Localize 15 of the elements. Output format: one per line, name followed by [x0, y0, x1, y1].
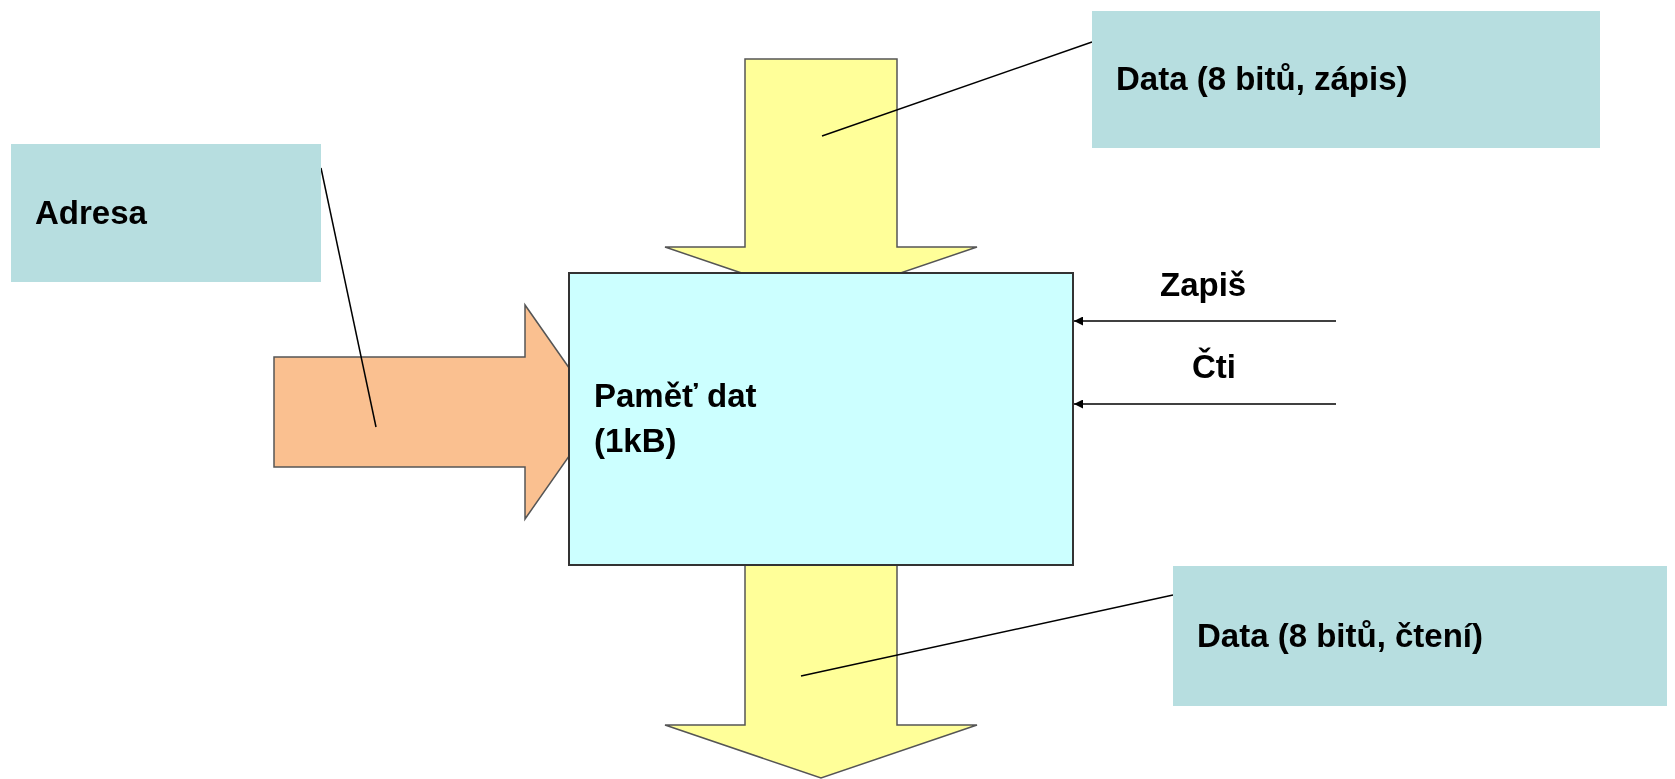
signal-arrow	[1073, 399, 1337, 409]
leader-line	[821, 41, 1093, 137]
label-box	[1092, 11, 1600, 148]
block-label: Paměť dat (1kB)	[594, 376, 758, 461]
callout-text: Data (8 bitů, čtení)	[1197, 615, 1485, 656]
leader-line	[800, 594, 1174, 677]
callout-text: Adresa	[35, 192, 148, 233]
callout-text: Data (8 bitů, zápis)	[1116, 59, 1409, 100]
label-box	[1173, 566, 1667, 706]
edge-label: Zapiš	[1160, 266, 1247, 304]
edge-label: Čti	[1192, 348, 1236, 386]
memory-block	[568, 272, 1074, 566]
label-box	[11, 144, 321, 282]
signal-arrow	[1073, 316, 1337, 326]
leader-line	[320, 167, 377, 428]
